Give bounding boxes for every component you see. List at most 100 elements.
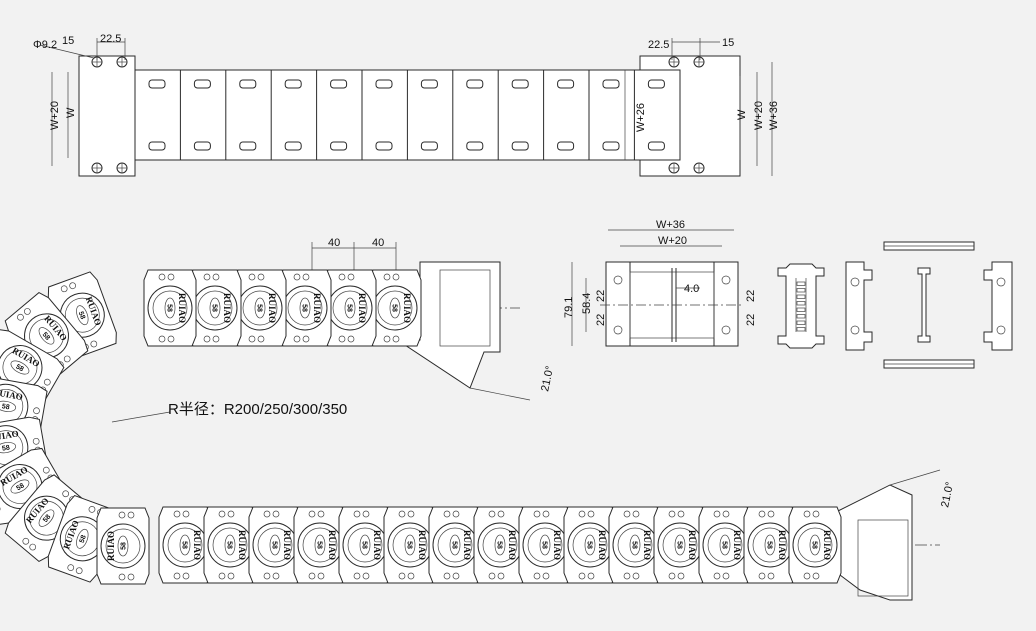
link-brand: RUIAO: [222, 293, 232, 323]
separator-slot: [796, 314, 806, 319]
end-cap-part: [845, 261, 873, 351]
link-number: 58: [121, 542, 128, 550]
link-number: 58: [301, 304, 308, 312]
divider-pin-part: [917, 267, 931, 343]
link-brand: RUIAO: [822, 530, 832, 560]
link-number: 58: [79, 534, 88, 544]
mounting-holes: [91, 56, 705, 174]
link-number: 58: [77, 311, 86, 321]
link-number: 58: [166, 304, 173, 312]
bolt-hole: [91, 162, 103, 174]
top-link: [316, 70, 348, 160]
link-brand: RUIAO: [732, 530, 742, 560]
separator-slot: [796, 294, 806, 299]
link-brand: RUIAO: [417, 530, 427, 560]
link-number: 58: [42, 513, 52, 524]
upper-end-bracket: 21.0°: [403, 261, 556, 401]
link-number: 58: [586, 541, 593, 549]
link-brand: RUIAO: [192, 530, 202, 560]
dim-cross-right-bottom: 22: [745, 314, 757, 326]
link-number: 58: [346, 304, 353, 312]
dim-right-w: W: [736, 109, 748, 120]
top-link: [633, 70, 665, 160]
chain-link: 58 RUIAO: [698, 506, 752, 584]
link-number: 58: [181, 541, 188, 549]
dim-right-w20: W+20: [753, 101, 765, 130]
chain-link: 58 RUIAO: [383, 506, 437, 584]
dim-cross-w36: W+36: [656, 219, 685, 231]
link-number: 58: [15, 482, 25, 492]
separator-slot: [796, 327, 806, 332]
link-brand: RUIAO: [597, 530, 607, 560]
link-brand: RUIAO: [0, 387, 24, 402]
link-number: 58: [41, 331, 51, 342]
dim-pitch-1: 40: [328, 237, 340, 249]
link-number: 58: [226, 541, 233, 549]
link-brand: RUIAO: [282, 530, 292, 560]
separator-part: [777, 263, 825, 349]
bolt-hole: [116, 162, 128, 174]
chain-link: 58 RUIAO: [203, 506, 257, 584]
dim-cross-left-top: 22: [595, 290, 607, 302]
link-number: 58: [721, 541, 728, 549]
separator-slot: [796, 288, 806, 293]
lower-end-bracket: 21.0°: [829, 469, 956, 601]
chain-link: 58 RUIAO: [473, 506, 527, 584]
link-brand: RUIAO: [372, 530, 382, 560]
link-number: 58: [406, 541, 413, 549]
link-brand: RUIAO: [642, 530, 652, 560]
dim-pitch-2: 40: [372, 237, 384, 249]
parts-view: [777, 241, 1013, 369]
angle-lower: 21.0°: [939, 481, 956, 509]
chain-link: 58 RUIAO: [143, 269, 197, 347]
top-link: [543, 70, 575, 160]
dim-right-w36: W+36: [768, 101, 780, 130]
link-brand: RUIAO: [357, 293, 367, 323]
bolt-hole: [668, 162, 680, 174]
link-number: 58: [496, 541, 503, 549]
link-number: 58: [541, 541, 548, 549]
link-number: 58: [451, 541, 458, 549]
dim-cross-right-top: 22: [745, 290, 757, 302]
dim-cross-thickness: 4.0: [684, 283, 699, 295]
dim-left-offset: 15: [62, 35, 74, 47]
right-cap-part: [983, 261, 1013, 351]
link-brand: RUIAO: [237, 530, 247, 560]
dim-right-w26: W+26: [635, 103, 647, 132]
chain-link: 58 RUIAO: [158, 506, 212, 584]
link-number: 58: [391, 304, 398, 312]
chain-link: 58 RUIAO: [323, 269, 377, 347]
angle-upper: 21.0°: [539, 365, 556, 393]
dim-right-offset: 15: [722, 37, 734, 49]
link-brand: RUIAO: [402, 293, 412, 323]
separator-slot: [796, 320, 806, 325]
dim-hole-diameter: Φ9.2: [33, 39, 57, 51]
link-brand: RUIAO: [177, 293, 187, 323]
top-link: [497, 70, 529, 160]
dim-cross-left-bottom: 22: [595, 314, 607, 326]
dim-cross-inner: 58.4: [581, 293, 593, 314]
top-links: [134, 70, 665, 160]
separator-slot: [796, 301, 806, 306]
top-link: [179, 70, 211, 160]
link-number: 58: [1, 403, 10, 411]
dim-cross-height: 79.1: [563, 297, 575, 318]
top-link: [361, 70, 393, 160]
link-brand: RUIAO: [507, 530, 517, 560]
dim-left-w: W: [65, 107, 77, 118]
link-brand: RUIAO: [552, 530, 562, 560]
top-link: [406, 70, 438, 160]
link-number: 58: [14, 363, 24, 373]
chain-link: 58 RUIAO: [563, 506, 617, 584]
